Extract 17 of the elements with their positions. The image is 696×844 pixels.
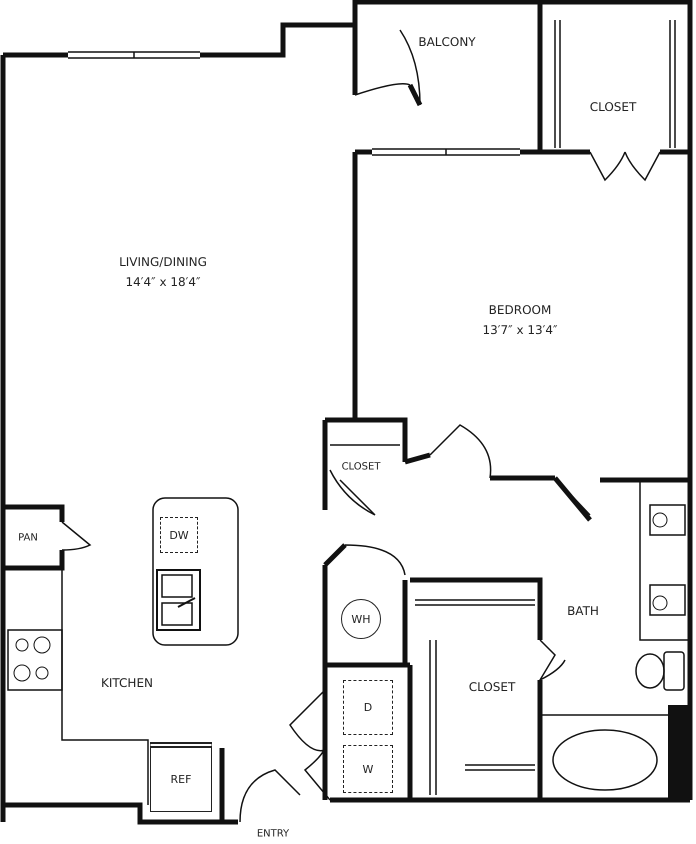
water-heater-circle: WH bbox=[341, 599, 381, 639]
refrigerator-outline: REF bbox=[150, 742, 212, 812]
dishwasher-outline: DW bbox=[160, 517, 198, 553]
room-label: LIVING/DINING bbox=[119, 255, 207, 269]
room-label: KITCHEN bbox=[101, 676, 153, 690]
room-label: BEDROOM bbox=[488, 303, 552, 317]
room-label: BATH bbox=[567, 604, 599, 618]
dryer-outline: D bbox=[343, 680, 393, 735]
washer-outline: W bbox=[343, 745, 393, 793]
room-label: CLOSET bbox=[590, 100, 636, 114]
room-label: PAN bbox=[18, 532, 38, 544]
room-label: CLOSET bbox=[468, 680, 516, 694]
room-dimensions: 13′7″ x 13′4″ bbox=[482, 323, 558, 337]
room-label: ENTRY bbox=[256, 828, 290, 840]
room-label: CLOSET bbox=[342, 462, 380, 472]
room-dimensions: 14′4″ x 18′4″ bbox=[126, 275, 200, 289]
room-label: BALCONY bbox=[418, 35, 476, 49]
